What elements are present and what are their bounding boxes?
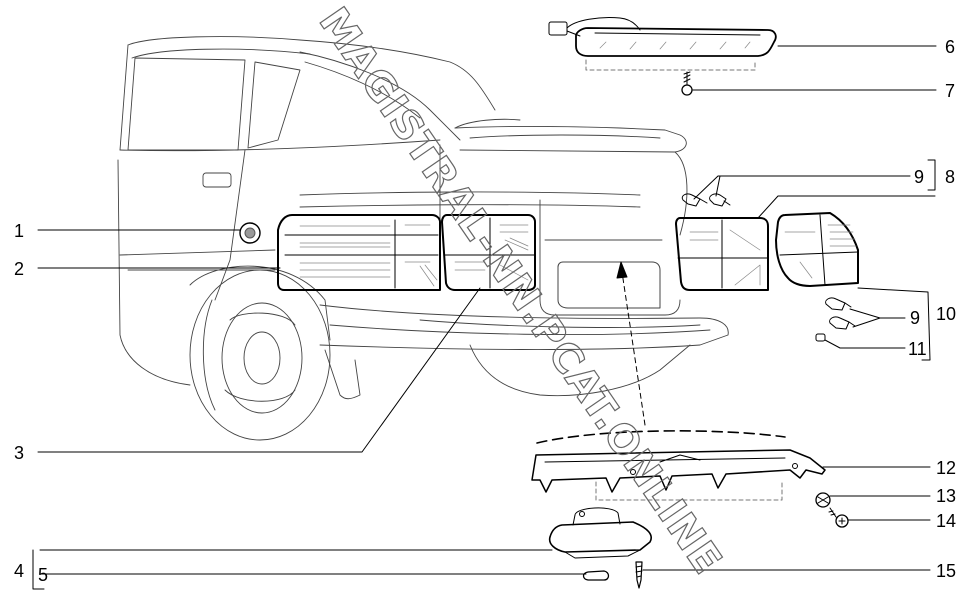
callout-1: 1: [14, 221, 25, 241]
callout-9-upper: 9: [914, 167, 925, 187]
callout-2: 2: [14, 259, 25, 279]
bulbs-lower: [815, 297, 856, 342]
car-body-outline: [117, 36, 729, 441]
left-tail-lamp-outer: [277, 214, 441, 291]
screw-15: [635, 561, 643, 589]
callout-6: 6: [945, 37, 956, 57]
callout-12: 12: [936, 458, 957, 478]
callout-10: 10: [936, 304, 957, 324]
callout-4: 4: [14, 561, 25, 581]
callout-3: 3: [14, 443, 25, 463]
callout-5: 5: [38, 565, 49, 585]
callout-13: 13: [936, 486, 957, 506]
callout-14: 14: [936, 511, 957, 531]
callout-15: 15: [936, 561, 957, 581]
callout-9-lower: 9: [910, 308, 921, 328]
screw-7: [681, 71, 693, 96]
left-tail-lamp-inner: [441, 214, 536, 291]
fuel-filler-cap: [239, 222, 261, 244]
nut-13: [815, 492, 831, 508]
callout-11: 11: [908, 339, 927, 359]
licence-plate-bracket: [531, 449, 826, 501]
leader-lines: [32, 45, 937, 590]
high-mount-stop-lamp: [548, 17, 777, 71]
watermark-text: MAGISTRAL-NN.PCAT.ONLINE: [310, 0, 731, 583]
licence-plate-lamp: [548, 507, 652, 559]
callout-8: 8: [945, 167, 956, 187]
screw-14: [828, 507, 849, 528]
callout-7: 7: [945, 81, 956, 101]
bulbs-upper: [681, 193, 731, 207]
right-tail-lamp-inner: [675, 217, 769, 291]
right-tail-lamp-outer: [775, 212, 859, 287]
